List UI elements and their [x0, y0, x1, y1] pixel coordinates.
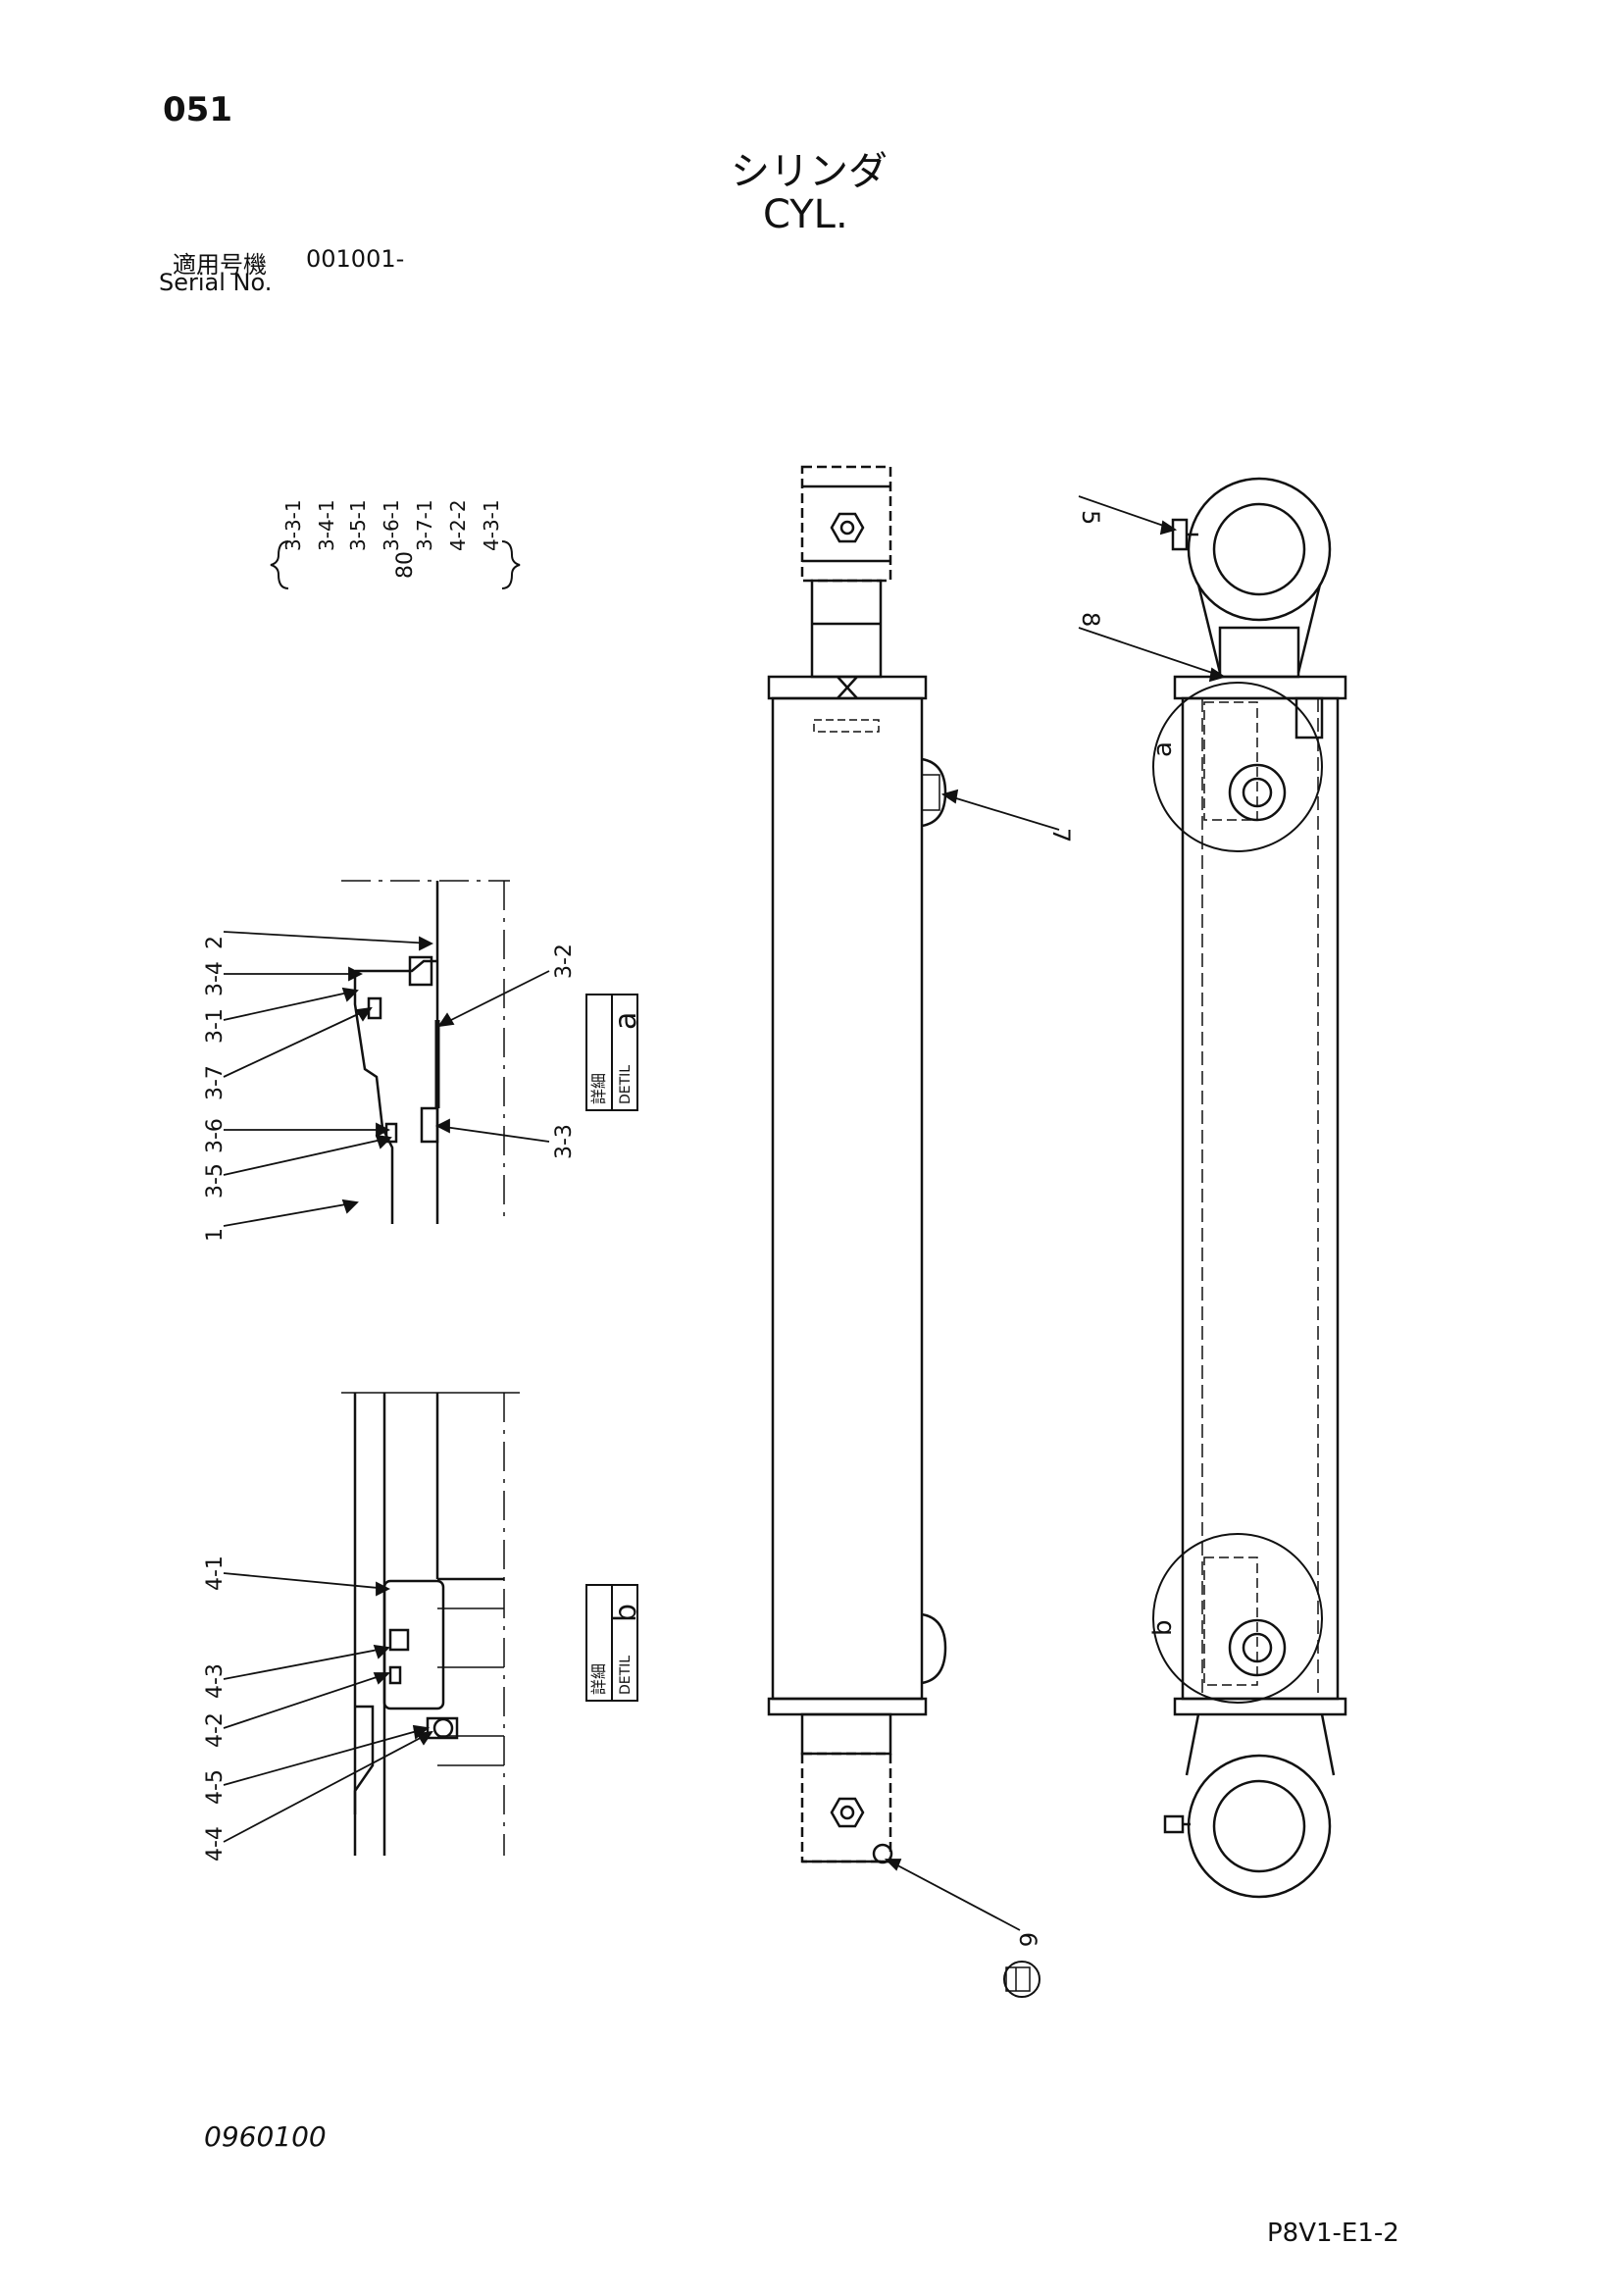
kit-item: 3-4-1 — [315, 499, 338, 551]
detail-a-tag-jp: 詳細 — [589, 1073, 608, 1104]
cylinder-front-view — [1152, 477, 1347, 1899]
callout-label: 4-1 — [203, 1556, 228, 1591]
document-code: 0960100 — [204, 2120, 327, 2153]
weld-symbol — [1003, 1961, 1040, 1998]
serial-label-english: Serial No. — [159, 269, 273, 296]
detail-b-tag-en: DETIL — [618, 1656, 634, 1695]
circle-label-b: b — [1148, 1619, 1178, 1636]
detail-b: 詳細 DETIL b 4-1 4-3 4-2 4-5 4-4 — [203, 1392, 643, 1862]
callout-label: 3-3 — [552, 1124, 577, 1159]
kit-group: 80 3-3-1 3-4-1 3-5-1 3-6-1 3-7-1 4-2-2 4… — [270, 499, 521, 589]
kit-item: 3-5-1 — [346, 499, 370, 551]
callout-label: 7 — [1047, 828, 1075, 842]
kit-number: 80 — [393, 551, 418, 579]
callout-label: 4-5 — [203, 1769, 228, 1805]
kit-item: 4-3-1 — [480, 499, 503, 551]
main-callouts — [884, 495, 1227, 1931]
callout-label: 2 — [203, 936, 228, 949]
callout-label: 3-5 — [203, 1163, 228, 1199]
drawing-code: P8V1-E1-2 — [1267, 2219, 1399, 2248]
detail-b-letter: b — [609, 1604, 643, 1622]
callout-label: 3-4 — [203, 961, 228, 996]
page-number: 051 — [163, 90, 232, 129]
kit-item: 3-3-1 — [281, 499, 305, 551]
detail-a: 詳細 DETIL a 2 3-4 3-1 3-7 3-6 3-5 1 3-2 3… — [203, 880, 643, 1242]
callout-label: 1 — [203, 1228, 228, 1242]
detail-a-tag-en: DETIL — [618, 1065, 634, 1104]
callout-label: 3-7 — [203, 1065, 228, 1100]
kit-item: 4-2-2 — [446, 499, 470, 551]
kit-item: 3-7-1 — [413, 499, 436, 551]
callout-label: 6 — [1014, 1932, 1041, 1947]
callout-label: 3-2 — [552, 944, 577, 979]
kit-item: 3-6-1 — [380, 499, 403, 551]
callout-label: 4-3 — [203, 1663, 228, 1699]
callout-label: 3-6 — [203, 1118, 228, 1153]
title-japanese: シリンダ — [731, 149, 888, 194]
callout-label: 4-4 — [203, 1826, 228, 1862]
serial-number: 001001- — [306, 245, 405, 273]
callout-label: 4-2 — [203, 1712, 228, 1748]
callout-label: 5 — [1077, 510, 1104, 525]
circle-label-a: a — [1148, 741, 1178, 757]
detail-b-tag-jp: 詳細 — [589, 1663, 608, 1695]
cylinder-side-view — [767, 465, 947, 1864]
title-english: CYL. — [763, 192, 848, 237]
callout-label: 8 — [1077, 612, 1104, 627]
detail-a-letter: a — [609, 1012, 643, 1030]
serial-label-japanese: 適用号機 — [173, 251, 267, 279]
callout-label: 3-1 — [203, 1008, 228, 1044]
